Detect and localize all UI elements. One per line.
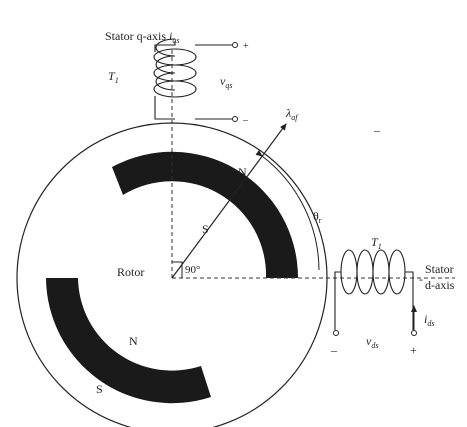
flux-axis-arrow	[171, 123, 287, 279]
n-top-label: N	[238, 165, 247, 179]
s-bottom-label: S	[96, 382, 103, 396]
stray-dash: –	[373, 123, 381, 137]
rotor-pole-upper	[112, 151, 299, 278]
stator-d-axis-line2: d-axis	[425, 278, 455, 292]
stator-d-axis-line1: Stator	[425, 262, 454, 276]
rotor-label: Rotor	[117, 265, 144, 279]
v-qs-label: vqs	[220, 74, 232, 90]
d-axis-coil	[334, 249, 414, 330]
plus-right-label: +	[410, 343, 417, 357]
rotor-pole-lower	[46, 278, 211, 404]
angle-90-label: 90°	[185, 264, 200, 276]
d-terminal-plus	[411, 330, 417, 336]
q-terminal-plus	[232, 42, 238, 48]
plus-top-label: +	[243, 41, 249, 52]
q-axis-coil	[153, 38, 232, 120]
i-ds-label: ids	[424, 312, 434, 328]
lambda-af-label: λaf	[285, 106, 299, 122]
dash-right: -	[419, 272, 423, 286]
stator-q-axis-label: Stator q-axis iqs	[105, 29, 179, 45]
d-terminal-minus	[333, 330, 339, 336]
t1-right-label: T1	[371, 235, 382, 251]
v-ds-label: vds	[366, 334, 378, 350]
t1-top-label: T1	[108, 69, 119, 85]
n-bottom-label: N	[129, 334, 138, 348]
s-inner-label: S	[202, 222, 209, 236]
theta-r-label: θr	[313, 209, 322, 225]
minus-top-label: –	[242, 115, 249, 126]
theta-angle-arc	[255, 149, 320, 271]
right-angle-marker	[172, 261, 183, 278]
q-terminal-minus	[232, 116, 238, 122]
minus-right-label: –	[330, 343, 338, 357]
